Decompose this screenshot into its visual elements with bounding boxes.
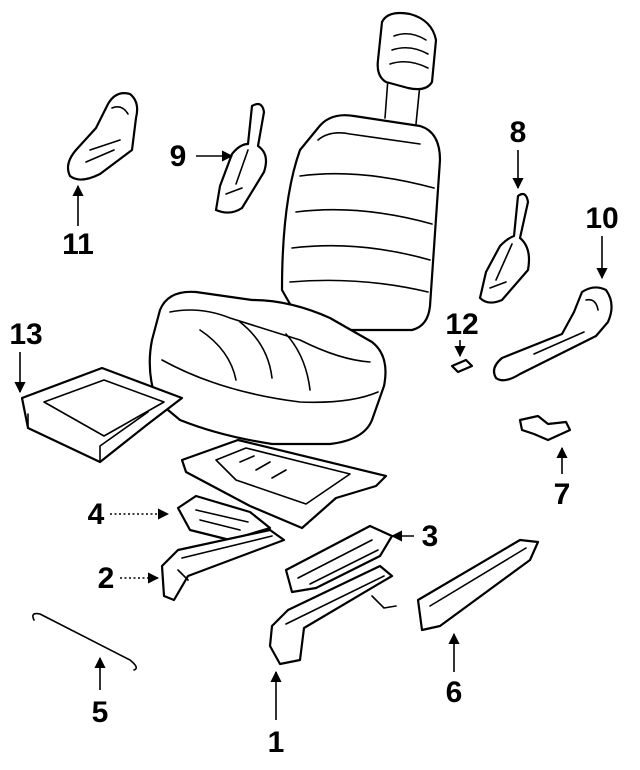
callout-11: 11 [62,228,94,261]
part-7-bracket [518,414,572,442]
callout-10: 10 [585,202,618,235]
seat-cushion [148,290,387,446]
part-10-outer-trim [492,286,613,382]
part-9-recliner-cover [214,102,268,214]
callout-1: 1 [268,726,285,759]
callout-4: 4 [88,498,105,531]
part-2-seat-track [160,528,286,602]
callout-5: 5 [92,696,109,729]
part-8-recliner-cover [478,192,531,304]
part-3-adjuster [284,524,394,594]
callout-13: 13 [9,318,42,351]
part-12-knob [450,358,474,374]
callout-12: 12 [445,308,478,341]
callout-7: 7 [554,478,571,511]
seat-back [280,11,442,332]
callout-8: 8 [510,116,527,149]
callout-3: 3 [422,520,439,553]
callout-9: 9 [170,140,187,173]
callout-2: 2 [98,562,115,595]
part-6-side-trim [416,538,540,632]
part-4-trim [176,494,272,542]
part-1-seat-track [268,564,397,666]
part-5-wire [32,612,138,671]
callout-labels: 9 11 8 10 13 12 7 4 2 3 1 6 5 [9,116,618,759]
seat-frame [180,438,388,530]
callout-6: 6 [446,676,463,709]
part-13-storage-tray [20,366,184,464]
part-11-trim-cover [66,92,139,181]
leader-lines [14,150,608,720]
